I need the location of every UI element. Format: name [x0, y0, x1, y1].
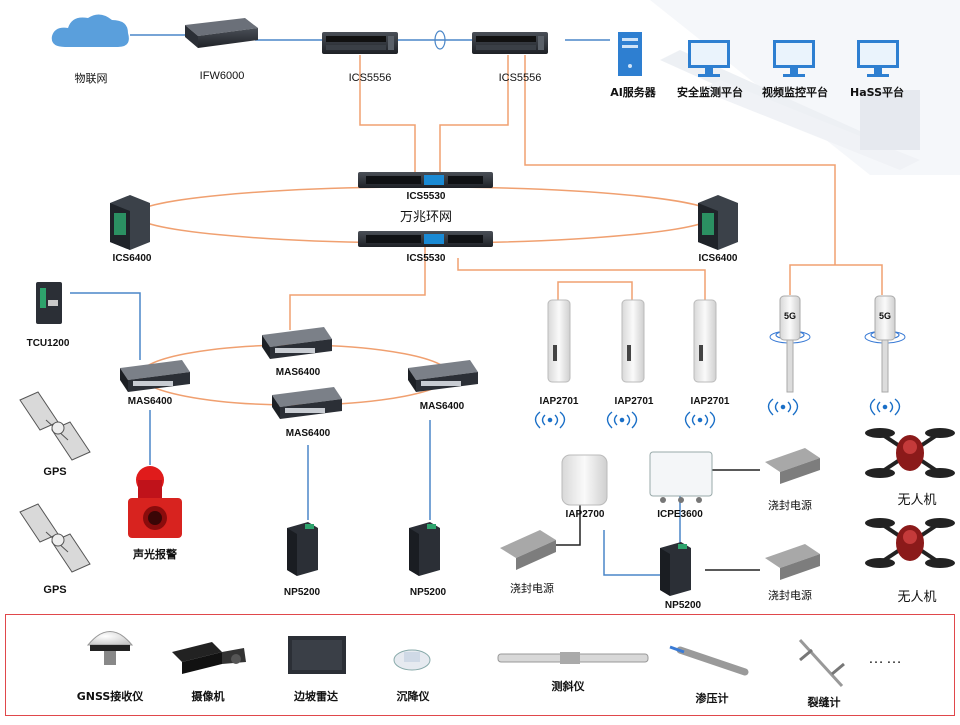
label-media-converter-c: NP5200 — [664, 600, 702, 611]
drone-icon-2 — [865, 518, 955, 568]
monitor-icon-video — [773, 40, 815, 77]
label-access-switch-left: MAS6400 — [127, 396, 173, 407]
label-power-1: 浇封电源 — [510, 582, 554, 595]
label-camera: 摄像机 — [191, 690, 225, 703]
label-safety-platform: 安全监测平台 — [677, 86, 743, 99]
link-aggregation-mark — [434, 30, 446, 50]
gps-satellite-icon-1 — [19, 391, 91, 461]
label-core-switch-right: ICS5556 — [498, 72, 542, 84]
access-switch-left-icon — [120, 360, 190, 392]
label-ten-gigabit-ring: 万兆环网 — [399, 210, 453, 225]
label-cpe: ICPE3600 — [657, 509, 703, 520]
sensor-legend-panel — [5, 614, 955, 716]
label-iot: 物联网 — [74, 72, 108, 85]
power-supply-icon-1 — [500, 530, 556, 570]
label-access-switch-right: MAS6400 — [419, 401, 465, 412]
copper-links — [70, 34, 681, 576]
label-gps-1: GPS — [43, 466, 67, 478]
industrial-switch-right-icon — [698, 195, 738, 250]
label-crack-meter: 裂缝计 — [807, 696, 841, 709]
access-switch-bottom-icon — [272, 387, 342, 419]
label-media-converter-a: NP5200 — [283, 587, 321, 598]
monitor-icon-safety — [688, 40, 730, 77]
access-switch-top-icon — [262, 327, 332, 359]
piezometer-icon — [669, 645, 749, 676]
more-sensors-ellipsis: …… — [868, 650, 904, 667]
label-drone-2: 无人机 — [897, 590, 937, 605]
access-point-icon-3 — [693, 299, 717, 383]
cloud-icon — [51, 14, 129, 48]
power-supply-icon-2 — [765, 448, 820, 484]
gnss-receiver-icon — [86, 631, 134, 665]
siren-alarm-icon — [128, 466, 182, 538]
access-switch-right-icon — [408, 360, 478, 392]
label-firewall: IFW6000 — [199, 70, 245, 82]
label-ap-1: IAP2701 — [539, 396, 579, 407]
label-gps-2: GPS — [43, 584, 67, 596]
drone-icon-1 — [865, 428, 955, 478]
access-point-icon-2 — [621, 299, 645, 383]
cpe-device-icon — [649, 451, 713, 503]
fiveg-base-station-icon-1 — [769, 295, 811, 393]
label-fiveg-1: 5G — [783, 311, 797, 321]
label-piezometer: 渗压计 — [695, 692, 729, 705]
ring-switch-top-icon — [358, 172, 493, 188]
core-switch-left-icon — [322, 32, 398, 54]
power-supply-icon-3 — [765, 544, 820, 580]
settlement-gauge-icon — [393, 649, 431, 671]
label-alarm: 声光报警 — [133, 548, 177, 561]
label-hass-platform: HaSS平台 — [850, 86, 904, 99]
label-radar: 边坡雷达 — [294, 690, 338, 703]
outdoor-ap-icon — [561, 454, 608, 506]
media-converter-icon-b — [409, 522, 440, 576]
copper-links-dark — [548, 469, 760, 571]
ring-switch-bottom-icon — [358, 231, 493, 247]
inclinometer-icon — [497, 652, 649, 664]
label-access-switch-bottom: MAS6400 — [285, 428, 331, 439]
label-ai-server: AI服务器 — [610, 86, 656, 99]
label-settlement-gauge: 沉降仪 — [396, 690, 430, 703]
camera-icon — [172, 642, 246, 674]
label-video-platform: 视频监控平台 — [762, 86, 828, 99]
radar-icon — [288, 636, 346, 674]
crack-meter-icon — [798, 638, 845, 688]
firewall-icon — [185, 18, 258, 48]
label-media-converter-b: NP5200 — [409, 587, 447, 598]
label-core-switch-left: ICS5556 — [348, 72, 392, 84]
label-industrial-switch-left: ICS6400 — [112, 253, 152, 264]
label-fiveg-2: 5G — [878, 311, 892, 321]
industrial-switch-left-icon — [110, 195, 150, 250]
label-power-3: 浇封电源 — [768, 589, 812, 602]
tcu-device-icon — [36, 282, 62, 324]
label-inclinometer: 测斜仪 — [551, 680, 585, 693]
core-switch-right-icon — [472, 32, 548, 54]
label-access-switch-top: MAS6400 — [275, 367, 321, 378]
label-power-2: 浇封电源 — [768, 499, 812, 512]
monitor-icon-hass — [857, 40, 899, 77]
label-ap-2: IAP2701 — [614, 396, 654, 407]
fiveg-base-station-icon-2 — [864, 295, 906, 393]
media-converter-icon-c — [660, 542, 691, 596]
label-drone-1: 无人机 — [897, 493, 937, 508]
wifi-signal-icons — [534, 398, 901, 429]
label-ring-switch-bottom: ICS5530 — [406, 253, 446, 264]
label-ap-3: IAP2701 — [690, 396, 730, 407]
label-ring-switch-top: ICS5530 — [406, 191, 446, 202]
label-industrial-switch-right: ICS6400 — [698, 253, 738, 264]
server-icon — [618, 32, 642, 76]
label-gnss-receiver: GNSS接收仪 — [76, 690, 144, 703]
label-outdoor-ap: IAP2700 — [565, 509, 605, 520]
media-converter-icon-a — [287, 522, 318, 576]
gps-satellite-icon-2 — [19, 503, 91, 573]
label-tcu: TCU1200 — [26, 338, 70, 349]
access-point-icon-1 — [547, 299, 571, 383]
